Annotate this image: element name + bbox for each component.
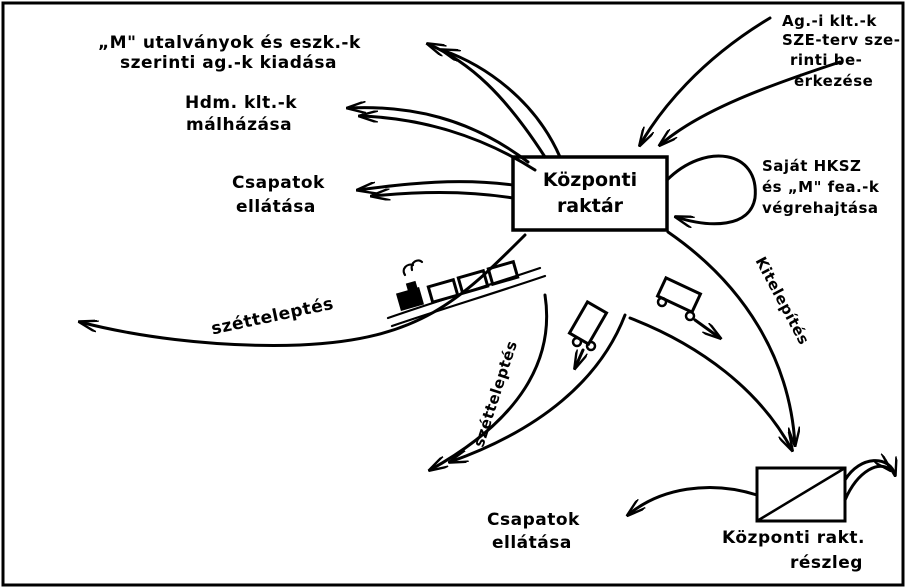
label-csapatok-top-line2: ellátása [236,197,316,217]
self-loop-arrow [667,156,755,224]
label-csapatok-top-line1: Csapatok [232,173,325,193]
central-warehouse-box [513,157,667,230]
arrow-kitelepites-b [630,318,792,450]
truck-icon-right [658,278,720,338]
label-ag-klt-line4: érkezése [794,72,873,90]
central-warehouse-label-line1: Központi [543,169,637,191]
label-ag-klt-line2: SZE-terv sze- [782,31,900,49]
arrow-from-ag-klt-a [640,18,770,145]
label-szettelepites-left: szétteleptés [209,294,335,339]
central-warehouse-branch-node [757,468,845,521]
arrow-to-hdm-b [360,116,535,170]
label-hdm-line1: Hdm. klt.-k [185,93,297,113]
label-csapatok-bottom-line1: Csapatok [487,510,580,530]
label-sajat-line1: Saját HKSZ [762,157,861,175]
arrow-szettelepites-left [80,235,525,345]
label-sajat-line3: végrehajtása [762,199,879,217]
arrow-to-m-utalvanyok-a [428,44,545,157]
central-warehouse-label-line2: raktár [557,195,624,217]
label-csapatok-bottom-line2: ellátása [492,533,572,553]
arrow-to-csapatok-top-a [358,182,513,190]
central-warehouse-node: Központi raktár [513,157,667,230]
label-hdm-line2: málházása [186,115,292,135]
label-ag-klt-line3: rinti be- [790,51,862,69]
arrow-to-m-utalvanyok-b [442,50,560,157]
label-m-utalvanyok-line1: „M" utalványok és eszk.-k [98,33,361,53]
train-icon [388,260,545,326]
label-m-utalvanyok-line2: szerinti ag.-k kiadása [120,53,337,73]
label-kozponti-reszleg-line1: Központi rakt. [722,528,865,548]
label-kozponti-reszleg-line2: részleg [790,553,863,573]
label-kitelepites: Kitelepítés [752,254,813,348]
arrow-branch-to-csapatok [628,488,757,515]
arrow-kitelepites-a [668,232,795,445]
arrow-to-csapatok-top-b [372,193,513,199]
label-ag-klt-line1: Ag.-i klt.-k [782,12,877,30]
label-sajat-line2: és „M" fea.-k [762,178,880,196]
